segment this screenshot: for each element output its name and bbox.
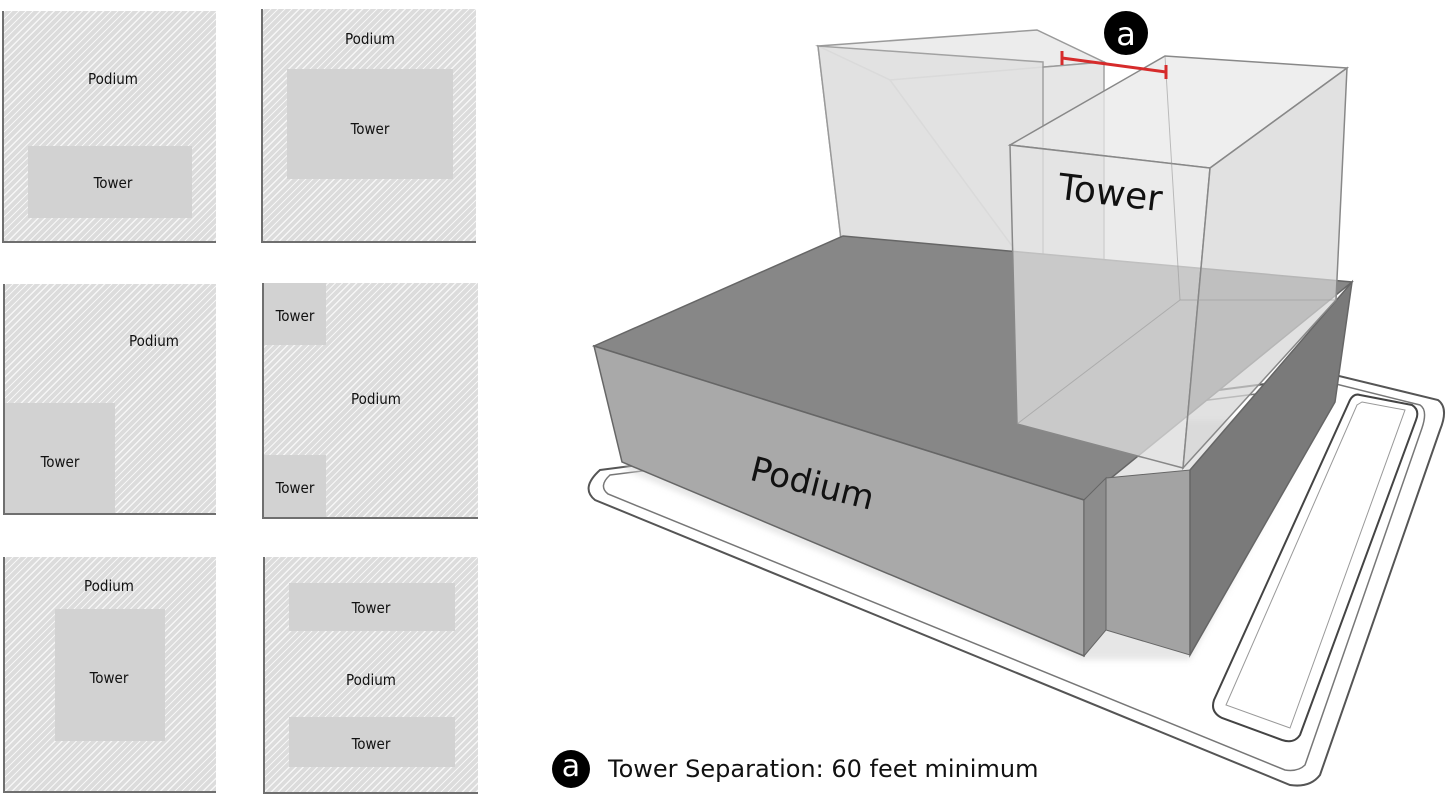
massing-diagram: a Tower Podium — [587, 11, 1445, 787]
podium-label: Podium — [345, 30, 395, 48]
tower-label: Tower — [350, 120, 390, 138]
driveway — [1212, 393, 1419, 743]
separation-marker-badge — [1104, 11, 1148, 55]
tower-footprint — [264, 283, 326, 345]
plan-panel-3: Podium Tower — [3, 284, 216, 515]
tower-footprint — [289, 583, 455, 631]
tower-footprint — [55, 609, 165, 741]
podium-label: Podium — [88, 70, 138, 88]
plan-panel-1: Podium Tower — [2, 11, 216, 243]
podium-label: Podium — [346, 671, 396, 689]
site-inner-outline — [602, 383, 1426, 772]
tower-footprint — [287, 69, 453, 179]
legend-text: Tower Separation: 60 feet minimum — [608, 755, 1039, 783]
plan-panel-5: Podium Tower — [3, 557, 216, 793]
tower-label: Tower — [40, 453, 80, 471]
podium-label: Podium — [129, 332, 179, 350]
legend-badge: a — [552, 750, 590, 788]
driveway-inner — [1225, 401, 1406, 729]
tower-label: Tower — [275, 307, 315, 325]
legend: a Tower Separation: 60 feet minimum — [552, 750, 1038, 788]
tower-label: Tower — [275, 479, 315, 497]
tower-label: Tower — [93, 174, 133, 192]
plan-panel-6: Podium Tower Tower — [263, 557, 478, 794]
plan-panel-2: Podium Tower — [261, 9, 476, 243]
plan-panel-4: Podium Tower Tower — [262, 283, 478, 519]
tower-footprint — [5, 403, 115, 513]
tower-label: Tower — [351, 735, 391, 753]
separation-dimension — [1060, 51, 1168, 79]
tower-label: Tower — [351, 599, 391, 617]
tower-footprint — [289, 717, 455, 767]
tower-footprint — [264, 455, 326, 517]
front-tower — [1007, 55, 1350, 471]
tower-footprint — [28, 146, 192, 218]
podium-label: Podium — [84, 577, 134, 595]
separation-marker-letter: a — [1116, 15, 1136, 53]
tower-label: Tower — [89, 669, 129, 687]
podium-label: Podium — [351, 390, 401, 408]
